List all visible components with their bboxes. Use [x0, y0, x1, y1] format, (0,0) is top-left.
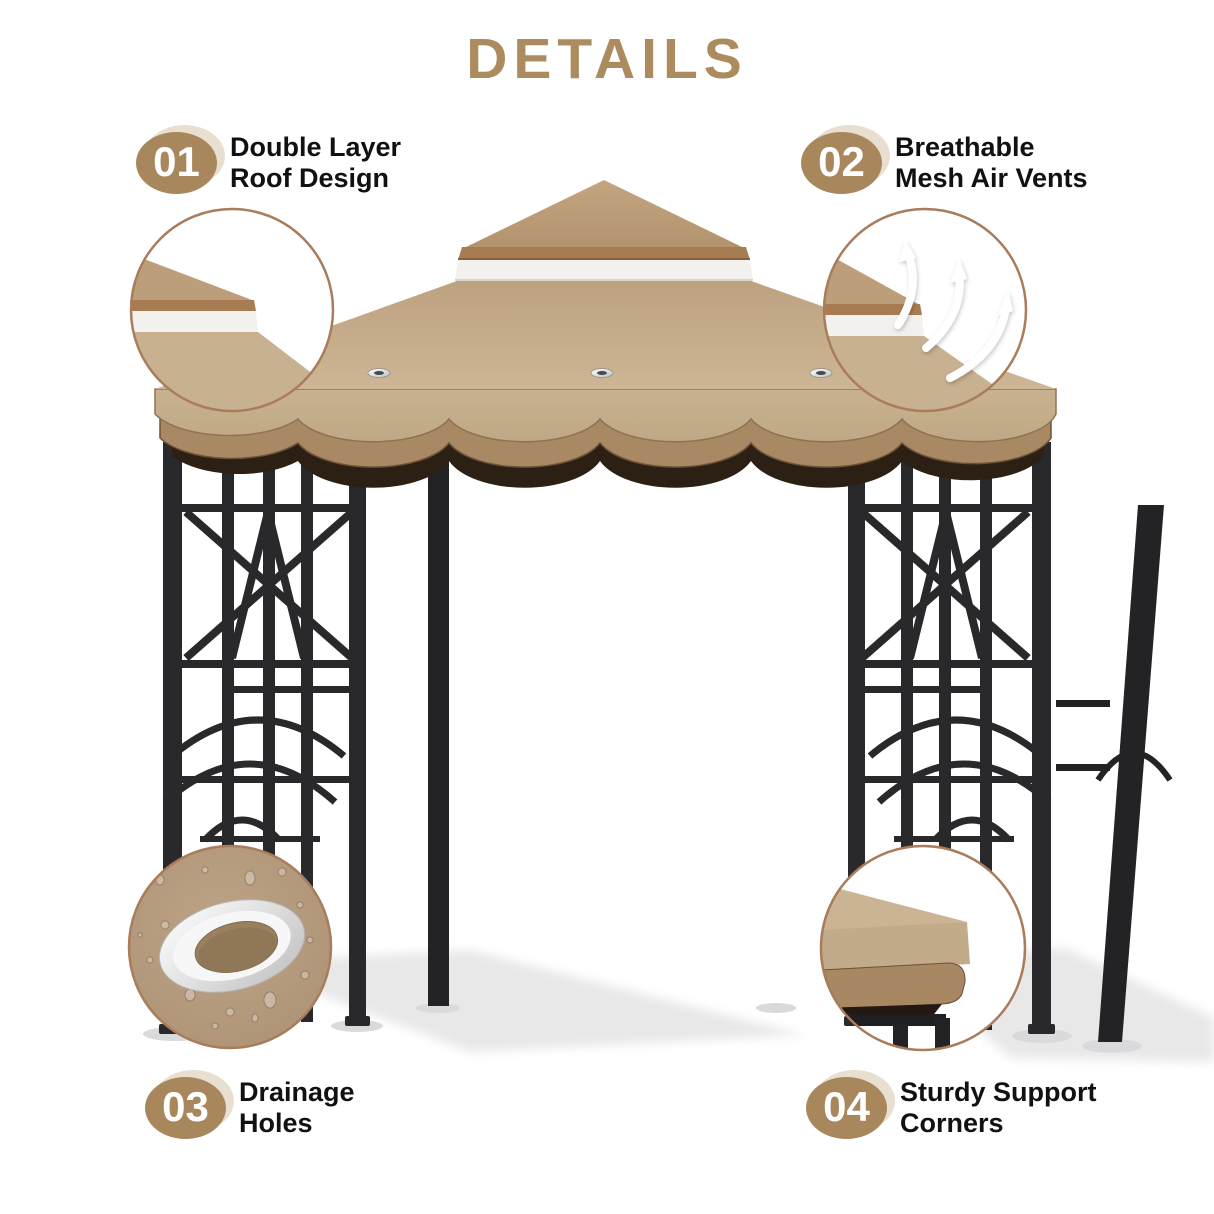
- leg-rail: [163, 776, 366, 783]
- inset-ring: [819, 844, 1027, 1052]
- leg-rail: [894, 836, 1014, 842]
- feature-label: Sturdy Support Corners: [900, 1077, 1097, 1139]
- valance-top-tier: [154, 388, 1057, 443]
- leg-rail: [163, 660, 366, 668]
- leg-cross-braces: [183, 508, 355, 662]
- feature-label-line1: Double Layer: [230, 132, 402, 162]
- inset-trim-band: [824, 304, 922, 315]
- vent-band-edge: [455, 279, 753, 281]
- badge-number: 02: [801, 132, 882, 194]
- leg-rail: [200, 836, 320, 842]
- feature-number-badge: 02: [801, 125, 890, 194]
- inset-valance-corner: [821, 962, 966, 1011]
- roof-grommets: [367, 368, 833, 378]
- feature-label: Breathable Mesh Air Vents: [895, 132, 1088, 194]
- leg-arches: [867, 716, 1052, 843]
- foot-shadow: [1012, 1029, 1072, 1043]
- feature-callout-02: 02 Breathable Mesh Air Vents: [801, 125, 1088, 194]
- leg-post: [349, 446, 366, 1022]
- feature-callout-03: 03 Drainage Holes: [145, 1070, 355, 1139]
- rear-right-rail: [1056, 764, 1110, 771]
- leg-post: [1032, 442, 1051, 1032]
- canopy-trim-band: [458, 247, 750, 260]
- feature-number-badge: 01: [136, 125, 225, 194]
- leg-cross-braces: [859, 508, 1031, 662]
- feature-label-line1: Sturdy Support: [900, 1077, 1097, 1107]
- left-leg-frame: [159, 442, 370, 1034]
- badge-number: 03: [145, 1077, 226, 1139]
- leg-rail: [848, 504, 1051, 512]
- canopy: [154, 180, 1057, 488]
- feature-label-line2: Mesh Air Vents: [895, 163, 1088, 193]
- drainage-grommet-icon: [158, 899, 306, 993]
- canopy-lower-roof: [155, 281, 1056, 389]
- inset-mesh-air-vents: [822, 207, 1028, 413]
- inset-upper-roof: [131, 254, 252, 300]
- feature-callout-01: 01 Double Layer Roof Design: [136, 125, 401, 194]
- airflow-arrows-icon: [894, 240, 1013, 382]
- inset-ring: [822, 207, 1028, 413]
- rear-right-arch: [1095, 750, 1173, 782]
- leg-rail: [848, 776, 1051, 783]
- foot-shadow: [1082, 1039, 1142, 1053]
- inset-frame-post: [893, 1024, 908, 1050]
- inset-ring: [127, 844, 333, 1050]
- leg-foot: [345, 1016, 370, 1026]
- feature-label-line1: Breathable: [895, 132, 1035, 162]
- feature-label: Drainage Holes: [239, 1077, 355, 1139]
- inset-drainage-hole: [127, 844, 333, 1050]
- feature-number-badge: 03: [145, 1070, 234, 1139]
- rear-right-leg-post: [1098, 505, 1164, 1042]
- feature-number-badge: 04: [806, 1070, 895, 1139]
- badge-number: 04: [806, 1077, 887, 1139]
- inset-ring: [129, 207, 335, 413]
- inset-roof-fascia: [821, 922, 970, 972]
- leg-arches: [162, 716, 347, 843]
- inset-trim-band: [131, 300, 256, 311]
- page-title: DETAILS: [466, 27, 748, 91]
- feature-label-line2: Corners: [900, 1108, 1004, 1138]
- rear-right-rail: [1056, 700, 1110, 707]
- inset-frame-bar: [838, 1014, 946, 1026]
- inset-vent-band: [131, 311, 258, 332]
- badge-number: 01: [136, 132, 217, 194]
- feature-label: Double Layer Roof Design: [230, 132, 401, 194]
- foot-shadow: [756, 1003, 796, 1013]
- feature-label-line2: Holes: [239, 1108, 313, 1138]
- inset-support-corner: [819, 844, 1027, 1052]
- leg-foot: [1028, 1024, 1055, 1034]
- feature-callout-04: 04 Sturdy Support Corners: [806, 1070, 1097, 1139]
- leg-rail: [848, 660, 1051, 668]
- inset-frame-post: [935, 1018, 950, 1050]
- canopy-vent-band: [455, 260, 753, 281]
- feature-label-line1: Drainage: [239, 1077, 355, 1107]
- trim-band-edge: [458, 258, 750, 260]
- canopy-top-roof: [466, 180, 742, 247]
- inset-upper-roof: [824, 252, 918, 304]
- water-droplets: [137, 857, 314, 1030]
- left-ground-shadow: [235, 950, 805, 1052]
- leg-rail: [163, 504, 366, 512]
- rear-left-leg-post: [428, 456, 449, 1006]
- inset-lower-roof: [824, 336, 1026, 411]
- feature-label-line2: Roof Design: [230, 163, 389, 193]
- leg-rail: [848, 686, 992, 693]
- rear-legs: [428, 456, 1173, 1042]
- inset-roof-top: [821, 884, 967, 932]
- inset-vent-band: [824, 315, 924, 336]
- leg-rail: [222, 686, 366, 693]
